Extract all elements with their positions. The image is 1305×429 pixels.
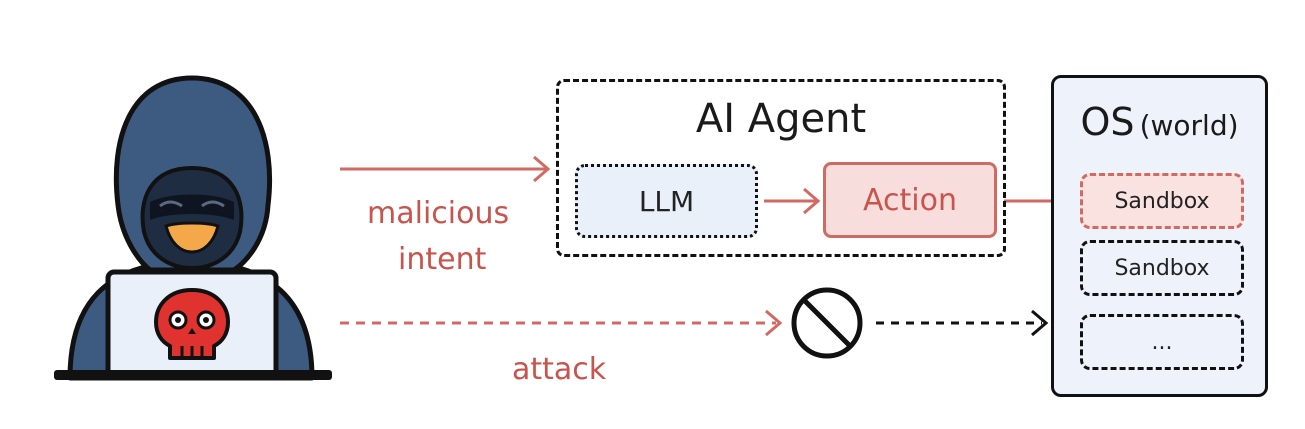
llm-box: LLM — [575, 164, 758, 238]
sandbox-label: Sandbox — [1114, 255, 1210, 281]
os-title-sub: (world) — [1139, 109, 1239, 142]
blocked-icon — [791, 287, 863, 359]
attack-label: attack — [512, 352, 607, 387]
ai-agent-title: AI Agent — [695, 96, 867, 142]
blocked-to-os-arrow — [876, 309, 1049, 337]
os-panel — [1051, 75, 1268, 397]
sandbox-more: ... — [1080, 314, 1244, 370]
attack-arrow — [340, 309, 783, 337]
sandbox-ellipsis: ... — [1151, 329, 1173, 355]
sandbox-active: Sandbox — [1080, 173, 1244, 229]
sandbox-protected: Sandbox — [1080, 240, 1244, 296]
sandbox-label: Sandbox — [1114, 188, 1210, 214]
intent-label: intent — [398, 242, 487, 277]
llm-label: LLM — [638, 184, 695, 218]
malicious-intent-arrow — [340, 155, 551, 183]
llm-to-action-arrow — [764, 187, 821, 215]
hacker-icon — [54, 75, 332, 381]
action-box: Action — [823, 162, 997, 238]
malicious-label: malicious — [367, 196, 510, 231]
os-title-main: OS — [1080, 100, 1135, 144]
ai-agent-box — [556, 79, 1006, 257]
action-label: Action — [863, 182, 957, 218]
skull-icon — [154, 288, 230, 360]
os-title: OS (world) — [1051, 100, 1268, 144]
